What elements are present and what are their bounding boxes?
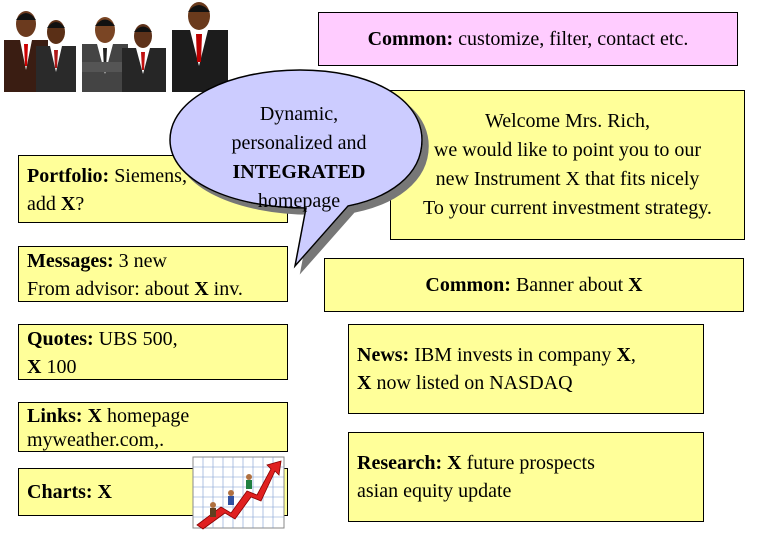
links-homepage: homepage xyxy=(102,405,190,427)
common-header-label: Common: xyxy=(367,28,454,50)
banner-instrument: X xyxy=(628,274,643,296)
messages-box: Messages: 3 new From advisor: about X in… xyxy=(18,246,288,302)
quotes-ubs: UBS 500, xyxy=(93,328,178,350)
callout-line-3: INTEGRATED xyxy=(232,161,366,183)
research-label: Research: xyxy=(357,452,443,474)
common-header-box: Common: customize, filter, contact etc. xyxy=(318,12,738,66)
portfolio-add-text: add xyxy=(27,193,61,215)
news-text-1: IBM invests in company xyxy=(409,344,617,366)
callout-text: Dynamic, personalized and INTEGRATED hom… xyxy=(186,100,412,216)
quotes-value: 100 xyxy=(41,356,77,378)
links-box: Links: X homepage myweather.com,. xyxy=(18,402,288,452)
welcome-line-1: Welcome Mrs. Rich, xyxy=(484,110,650,132)
callout-bubble xyxy=(169,69,423,269)
callout-line-1: Dynamic, xyxy=(259,103,339,125)
research-box: Research: X future prospects asian equit… xyxy=(348,432,704,522)
messages-instrument: X xyxy=(194,278,209,300)
welcome-line-2: we would like to point you to our xyxy=(433,139,702,161)
links-instrument: X xyxy=(82,405,103,427)
quotes-instrument: X xyxy=(27,356,42,378)
news-box: News: IBM invests in company X, X now li… xyxy=(348,324,704,414)
portfolio-question: ? xyxy=(75,193,85,215)
callout-line-2: personalized and xyxy=(231,132,367,154)
research-instrument: X xyxy=(442,452,462,474)
welcome-line-3: new Instrument X that fits nicely xyxy=(435,168,700,190)
banner-text: Banner about xyxy=(510,274,629,296)
common-header-text: customize, filter, contact etc. xyxy=(453,28,689,50)
charts-instrument: X xyxy=(92,481,112,503)
news-instrument-2: X xyxy=(357,372,372,394)
charts-label: Charts: xyxy=(27,481,93,503)
growth-chart-clipart xyxy=(192,456,285,530)
messages-advisor-text: From advisor: about xyxy=(27,278,195,300)
messages-label: Messages: xyxy=(27,250,114,272)
callout-line-4: homepage xyxy=(257,190,341,212)
news-label: News: xyxy=(357,344,410,366)
news-instrument-1: X xyxy=(616,344,631,366)
news-text-2: now listed on NASDAQ xyxy=(371,372,573,394)
welcome-line-4: To your current investment strategy. xyxy=(423,197,712,219)
common-banner-box: Common: Banner about X xyxy=(324,258,744,312)
research-prospects: future prospects xyxy=(461,452,595,474)
news-comma: , xyxy=(630,344,636,366)
welcome-box: Welcome Mrs. Rich, we would like to poin… xyxy=(390,90,745,240)
quotes-box: Quotes: UBS 500, X 100 xyxy=(18,324,288,380)
research-asian-equity: asian equity update xyxy=(357,480,512,502)
businessmen-clipart xyxy=(4,2,228,92)
banner-label: Common: xyxy=(425,274,511,296)
portfolio-text: Siemens, xyxy=(109,165,187,187)
links-label: Links: xyxy=(27,405,83,427)
messages-count: 3 new xyxy=(113,250,167,272)
quotes-label: Quotes: xyxy=(27,328,94,350)
links-weather: myweather.com,. xyxy=(27,429,165,451)
messages-suffix: inv. xyxy=(208,278,243,300)
portfolio-label: Portfolio: xyxy=(27,165,110,187)
portfolio-instrument: X xyxy=(60,193,76,215)
